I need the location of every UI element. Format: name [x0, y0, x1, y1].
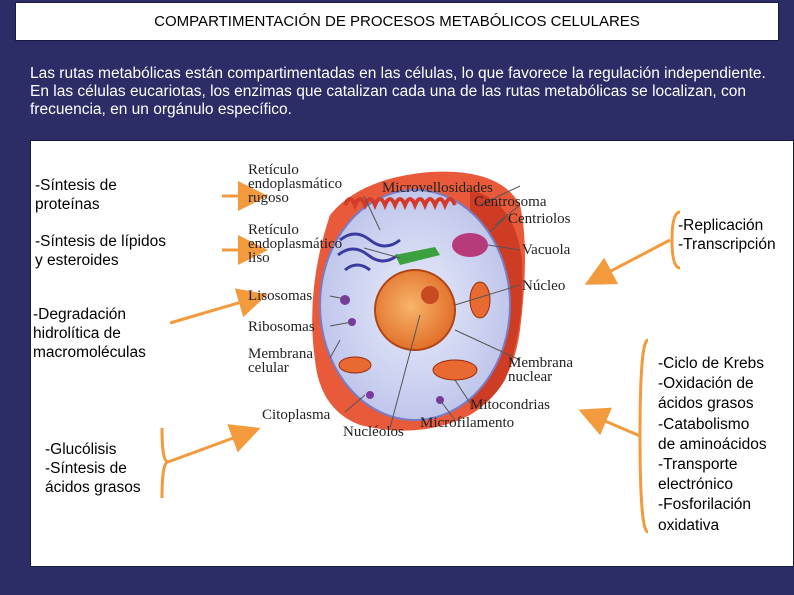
cell-label-citoplasma: Citoplasma [262, 407, 331, 423]
arrow-replicacion [584, 238, 671, 285]
nucleus [374, 269, 456, 351]
vacuole [452, 233, 488, 257]
cell-label-centrosoma: Centrosoma [474, 194, 547, 210]
mitochondrion [338, 356, 372, 374]
cell-label-rer: Retículo endoplasmático rugoso [248, 162, 343, 206]
nucleolus [421, 286, 439, 304]
intro-paragraph: Las rutas metabólicas están compartiment… [30, 65, 766, 118]
mitochondrion [432, 359, 478, 381]
label-sintesis-lipidos: -Síntesis de lípidos y esteroides [35, 233, 166, 269]
cell-label-microfilamento: Microfilamento [420, 415, 515, 431]
cell-label-ribosomas: Ribosomas [248, 319, 315, 335]
mitochondrion [469, 281, 491, 319]
cell-label-ser: Retículo endoplasmático liso [248, 222, 343, 266]
cell-label-centriolos: Centriolos [508, 211, 571, 227]
cell-label-vacuola: Vacuola [522, 242, 571, 258]
bracket-glucolisis [160, 427, 169, 499]
bracket-replicacion [670, 210, 681, 270]
cell-label-microvellosidades: Microvellosidades [382, 180, 493, 196]
rough-er [337, 232, 401, 272]
label-replicacion: -Replicación -Transcripción [678, 217, 776, 253]
label-glucolisis: -Glucólisis -Síntesis de ácidos grasos [45, 441, 141, 496]
cell-label-nucleo: Núcleo [522, 278, 566, 294]
microvilli [343, 197, 457, 211]
arrow-degradacion [169, 288, 268, 325]
bracket-krebs [638, 338, 649, 534]
arrow-glucolisis [167, 424, 261, 464]
cell-label-nucleolos: Nucléolos [343, 424, 404, 440]
arrow-krebs [578, 407, 641, 438]
cell-label-mitocondrias: Mitocondrias [470, 397, 550, 413]
label-degradacion: -Degradación hidrolítica de macromolécul… [33, 306, 146, 361]
cell-label-membrana-nuclear: Membrana nuclear [508, 355, 573, 385]
label-sintesis-proteinas: -Síntesis de proteínas [35, 177, 117, 213]
golgi [395, 247, 440, 265]
label-krebs: -Ciclo de Krebs -Oxidación de ácidos gra… [658, 355, 767, 534]
cell-label-lisosomas: Lisosomas [248, 288, 313, 304]
cell-label-membrana: Membrana celular [248, 346, 313, 376]
slide-title: COMPARTIMENTACIÓN DE PROCESOS METABÓLICO… [15, 2, 779, 41]
